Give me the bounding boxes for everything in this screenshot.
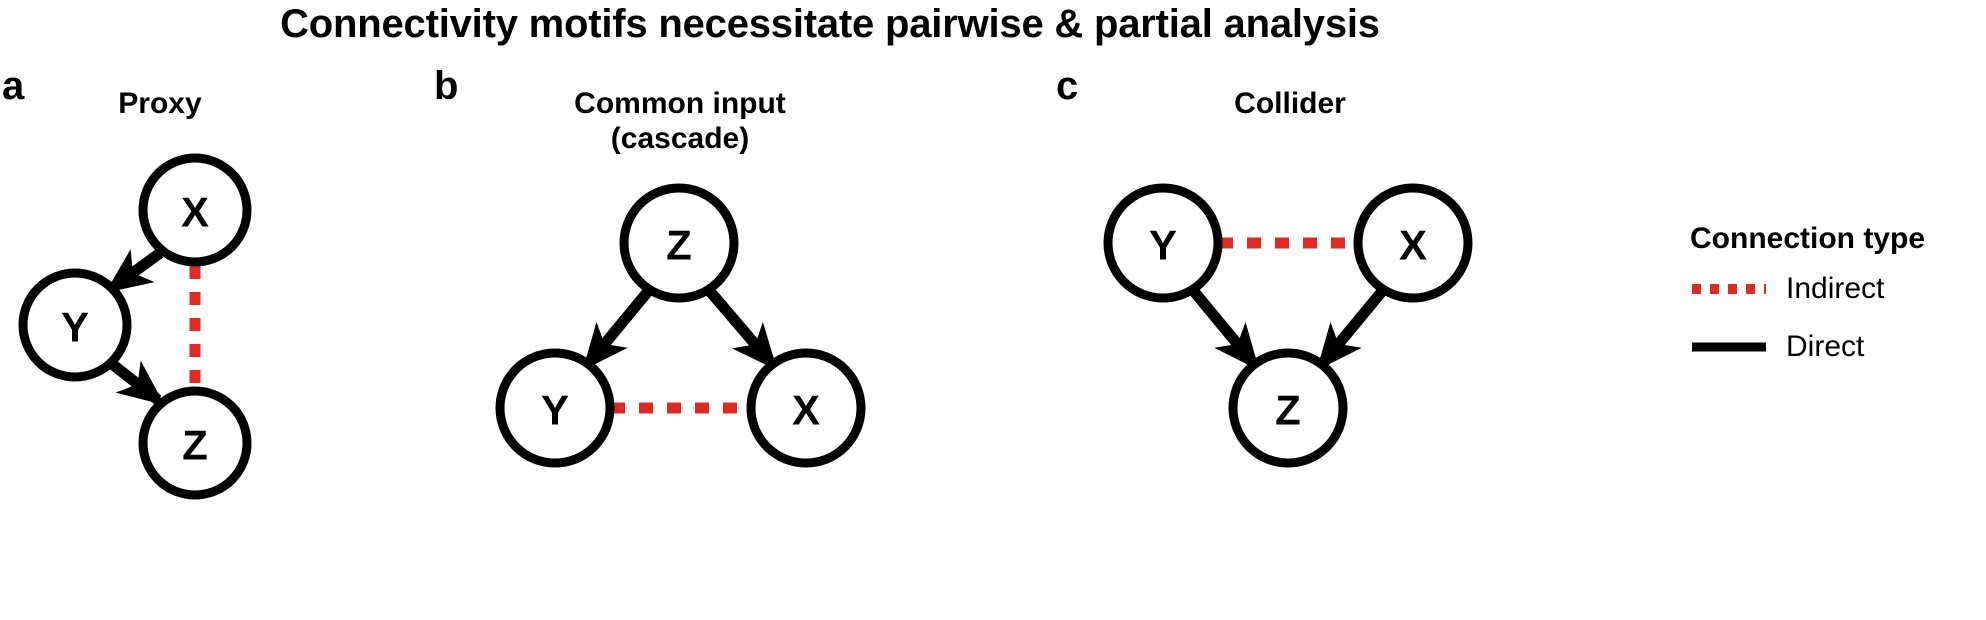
- node-label: Y: [61, 304, 89, 351]
- node-z-panel-b[interactable]: Z: [619, 183, 739, 303]
- panel-b-nodes: Z Y X: [495, 183, 866, 468]
- legend-item-indirect[interactable]: Indirect: [1690, 272, 1884, 306]
- node-label: X: [1399, 222, 1427, 269]
- legend-item-direct[interactable]: Direct: [1690, 330, 1864, 364]
- node-y-panel-b[interactable]: Y: [495, 348, 615, 468]
- panel-title-a: Proxy: [118, 87, 202, 120]
- legend-title: Connection type: [1690, 222, 1926, 255]
- node-y-panel-a[interactable]: Y: [18, 268, 132, 382]
- panel-letter-b: b: [434, 64, 459, 108]
- edge-direct-z-to-x-panel-b: [703, 285, 778, 371]
- node-label: X: [181, 189, 209, 236]
- panel-letter-c: c: [1056, 64, 1079, 108]
- panel-title-c: Collider: [1234, 87, 1346, 120]
- edge-direct-x-to-z-panel-c: [1316, 285, 1389, 371]
- node-x-panel-c[interactable]: X: [1353, 183, 1473, 303]
- node-label: Z: [182, 422, 208, 469]
- panel-letter-a: a: [2, 64, 25, 108]
- legend-label-direct: Direct: [1786, 330, 1865, 363]
- node-x-panel-a[interactable]: X: [138, 153, 252, 267]
- figure-title: Connectivity motifs necessitate pairwise…: [280, 2, 1380, 46]
- panel-b-edges: [582, 285, 778, 414]
- direct-line-swatch-icon: [1692, 342, 1766, 352]
- node-z-panel-c[interactable]: Z: [1228, 348, 1348, 468]
- panel-c-nodes: Y X Z: [1103, 183, 1473, 468]
- node-label: Y: [1149, 222, 1177, 269]
- edge-direct-z-to-y-panel-b: [582, 285, 655, 371]
- panel-a-edges: [105, 248, 201, 406]
- node-z-panel-a[interactable]: Z: [138, 386, 252, 500]
- node-label: X: [792, 387, 820, 434]
- node-label: Y: [541, 387, 569, 434]
- node-x-panel-b[interactable]: X: [746, 348, 866, 468]
- node-y-panel-c[interactable]: Y: [1103, 183, 1223, 303]
- edge-direct-y-to-z-panel-c: [1187, 285, 1260, 371]
- node-label: Z: [1275, 387, 1301, 434]
- edge-direct-y-to-z-panel-a: [108, 359, 165, 406]
- node-label: Z: [666, 222, 692, 269]
- panel-c-edges: [1187, 237, 1389, 371]
- edge-direct-x-to-y-panel-a: [105, 248, 164, 293]
- panel-title-b: Common input (cascade): [574, 87, 786, 156]
- indirect-line-swatch-icon: [1692, 284, 1766, 294]
- legend-label-indirect: Indirect: [1786, 272, 1885, 305]
- panel-a-nodes: X Y Z: [18, 153, 252, 500]
